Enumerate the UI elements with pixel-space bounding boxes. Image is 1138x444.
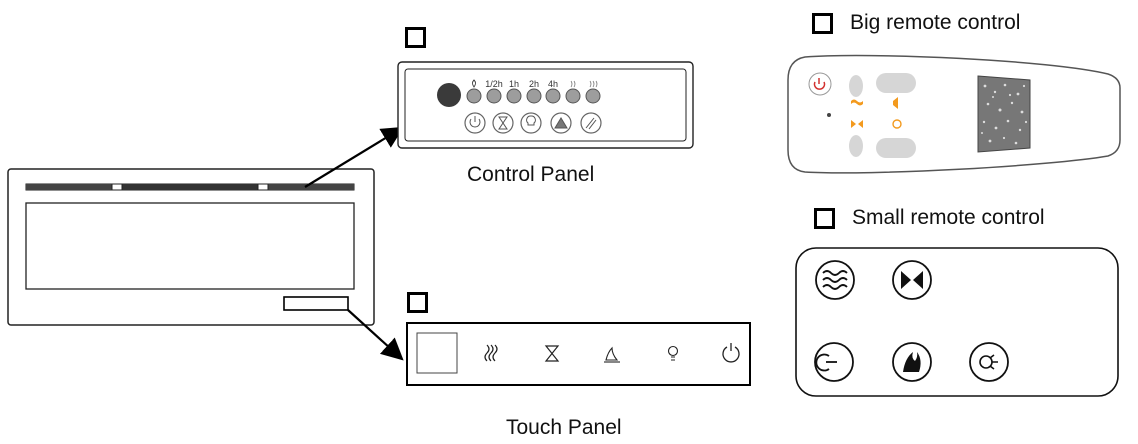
heat-high-mini-icon [589,80,598,88]
touch-panel-checkbox[interactable] [407,292,428,313]
control-panel-label: Control Panel [467,163,595,186]
small-remote-checkbox[interactable] [814,208,835,229]
timer-icon [498,116,508,130]
remote-power-button[interactable] [808,72,832,96]
indicator-one-hour [506,88,522,104]
touch-display-area [416,332,458,374]
cp-heat-button[interactable] [580,112,602,134]
power-icon [815,353,837,372]
light-icon [979,354,998,370]
indicator-two-hour [526,88,542,104]
control-panel: 1/2h 1h 2h 4h [397,61,694,149]
ir-led [827,113,831,117]
flame-icon [903,352,921,372]
control-panel-checkbox[interactable] [405,27,426,48]
remote-heat-icon[interactable] [851,99,863,106]
touch-power-icon[interactable] [722,343,740,363]
cp-power-button[interactable] [464,112,486,134]
small-remote-flame-speed-button[interactable] [892,260,932,300]
big-remote-control [787,54,1121,174]
power-icon [813,78,826,90]
remote-flame-icon[interactable] [893,97,898,109]
flame-speed-icon [901,271,923,289]
arrow-to-touch-panel [347,309,404,361]
indicator-heat-low [565,88,581,104]
arrow-to-control-panel [304,126,404,188]
remote-down-button[interactable] [849,135,863,157]
touch-panel-label: Touch Panel [506,416,622,439]
flame-icon [554,117,568,129]
heat-wave-icon [822,270,848,290]
small-remote-light-button[interactable] [969,342,1009,382]
touch-timer-icon[interactable] [544,345,560,362]
remote-light-icon[interactable] [892,119,902,129]
touch-panel [406,322,751,386]
touch-light-icon[interactable] [667,345,679,361]
heat-low-mini-icon [570,80,576,88]
fireplace-unit [7,168,375,326]
indicator-four-hour [545,88,561,104]
grip-texture [981,83,1028,145]
light-icon [526,115,536,126]
big-remote-label: Big remote control [850,11,1021,34]
remote-bottom-right-button[interactable] [876,138,916,158]
remote-flame-speed-icon[interactable] [851,120,863,128]
small-remote-label: Small remote control [852,206,1045,229]
timer-label: 1/2h [485,79,503,89]
remote-up-button[interactable] [849,75,863,97]
big-remote-checkbox[interactable] [812,13,833,34]
touch-heat-icon[interactable] [484,344,498,362]
timer-label: 1h [509,79,519,89]
remote-grip [977,75,1031,153]
heat-icon [585,117,597,130]
cp-light-button[interactable] [520,112,542,134]
power-icon [469,116,481,128]
main-dark-button [437,83,461,107]
remote-top-right-button[interactable] [876,73,916,93]
indicator-flame [466,88,482,104]
touch-flame-icon[interactable] [604,346,620,363]
indicator-half-hour [486,88,502,104]
timer-label: 2h [529,79,539,89]
indicator-heat-high [585,88,601,104]
small-remote-control [795,247,1119,397]
timer-label: 4h [548,79,558,89]
flame-mini-icon [472,79,476,88]
small-remote-heat-button[interactable] [815,260,855,300]
